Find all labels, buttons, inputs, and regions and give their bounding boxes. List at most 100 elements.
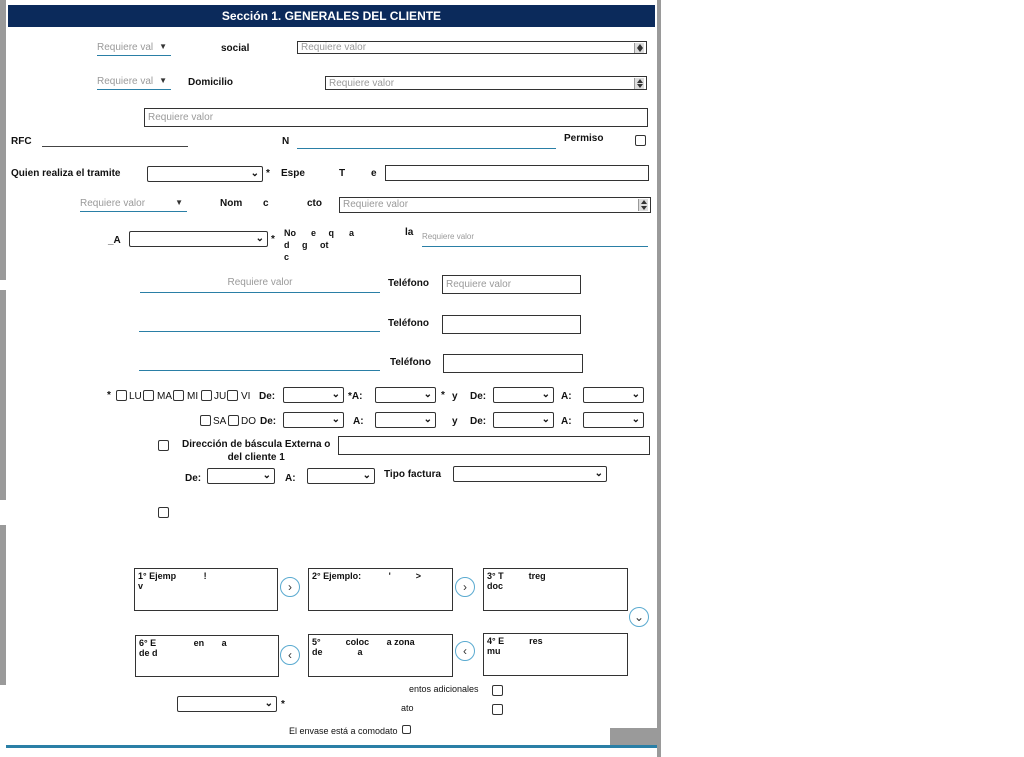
example-box-3: 3° T treg doc xyxy=(483,568,628,611)
chevron-left-icon[interactable]: ‹ xyxy=(280,645,300,665)
chevron-down-icon: ⌄ xyxy=(631,414,640,425)
chevron-left-icon[interactable]: ‹ xyxy=(455,641,475,661)
tipo-factura-label: Tipo factura xyxy=(384,469,442,480)
ma-label: MA xyxy=(157,391,172,402)
y-label: y xyxy=(452,391,458,402)
permiso-label: Permiso xyxy=(564,133,604,144)
documentos-adicionales-checkbox[interactable] xyxy=(492,685,503,696)
bottom-select[interactable]: ⌄ xyxy=(177,696,277,712)
example-box-4: 4° E res mu xyxy=(483,633,628,676)
direccion-input[interactable] xyxy=(338,436,650,455)
la-input[interactable]: Requiere valor xyxy=(422,232,648,247)
right-frame xyxy=(657,0,661,757)
contact-name-3-input[interactable] xyxy=(139,370,380,371)
telefono-input-3[interactable] xyxy=(443,354,583,373)
de-select-4[interactable]: ⌄ xyxy=(493,412,554,428)
chevron-down-icon: ⌄ xyxy=(262,470,271,481)
placeholder-text: Requiere val xyxy=(97,42,154,53)
a-label: A: xyxy=(561,391,572,402)
a-select-3[interactable]: ⌄ xyxy=(375,412,436,428)
chevron-down-icon: ⌄ xyxy=(423,414,432,425)
section-header: Sección 1. GENERALES DEL CLIENTE xyxy=(8,5,655,27)
de-select-2[interactable]: ⌄ xyxy=(493,387,554,403)
de-select-1[interactable]: ⌄ xyxy=(283,387,344,403)
ca-select[interactable]: ⌄ xyxy=(129,231,268,247)
quien-select[interactable]: ⌄ xyxy=(147,166,263,182)
direccion-checkbox[interactable] xyxy=(158,440,169,451)
telefono-input-1[interactable]: Requiere valor xyxy=(442,275,581,294)
especifique-input[interactable] xyxy=(385,165,649,181)
chevron-down-icon: ⌄ xyxy=(541,414,550,425)
mi-checkbox[interactable] xyxy=(173,390,184,401)
placeholder-text: Requiere valor xyxy=(329,78,395,89)
ju-label: JU xyxy=(214,391,227,402)
de-select-3[interactable]: ⌄ xyxy=(283,412,344,428)
telefono-label-3: Teléfono xyxy=(390,357,431,368)
n-input[interactable] xyxy=(297,148,556,149)
placeholder-text: Requiere valor xyxy=(148,112,214,123)
address-detail-input[interactable]: Requiere valor xyxy=(144,108,648,127)
left-frame xyxy=(0,525,6,685)
chevron-down-icon: ⌄ xyxy=(264,698,273,709)
a-label: A: xyxy=(561,416,572,427)
a-select-2[interactable]: ⌄ xyxy=(583,387,644,403)
chevron-right-icon[interactable]: › xyxy=(280,577,300,597)
placeholder-text: Requiere valor xyxy=(343,199,409,210)
lu-checkbox[interactable] xyxy=(116,390,127,401)
a-label: A: xyxy=(285,473,296,484)
chevron-down-icon: ⌄ xyxy=(331,414,340,425)
contact-name-1-input[interactable]: Requiere valor xyxy=(140,277,380,293)
de-label: De: xyxy=(470,416,487,427)
vi-checkbox[interactable] xyxy=(227,390,238,401)
scroll-corner xyxy=(610,728,657,745)
domicilio-input[interactable]: Requiere valor xyxy=(325,76,647,90)
permiso-checkbox[interactable] xyxy=(635,135,646,146)
do-checkbox[interactable] xyxy=(228,415,239,426)
example-box-6: 6° E en a de d xyxy=(135,635,279,677)
chevron-right-icon[interactable]: › xyxy=(455,577,475,597)
contact-name-2-input[interactable] xyxy=(139,331,380,332)
chevron-down-icon: ⌄ xyxy=(362,470,371,481)
a-select-1[interactable]: ⌄ xyxy=(375,387,436,403)
prefix-select-1[interactable]: Requiere val ▼ xyxy=(97,42,171,56)
tipo-factura-select[interactable]: ⌄ xyxy=(453,466,607,482)
nombre-contacto-input[interactable]: Requiere valor xyxy=(339,197,651,213)
documentos-adicionales-label: entos adicionales xyxy=(409,684,479,694)
left-frame xyxy=(0,0,6,280)
sa-checkbox[interactable] xyxy=(200,415,211,426)
de-label: De: xyxy=(185,473,202,484)
de-select-5[interactable]: ⌄ xyxy=(207,468,275,484)
a-label: *A: xyxy=(348,391,363,402)
extra-checkbox[interactable] xyxy=(158,507,169,518)
placeholder-text: Requiere val xyxy=(97,76,154,87)
prefix-select-2[interactable]: Requiere val ▼ xyxy=(97,76,171,90)
telefono-input-2[interactable] xyxy=(442,315,581,334)
ju-checkbox[interactable] xyxy=(201,390,212,401)
razon-social-input[interactable]: Requiere valor xyxy=(297,41,647,54)
dato-checkbox[interactable] xyxy=(492,704,503,715)
required-mark: * xyxy=(281,699,285,710)
spinner-icon[interactable] xyxy=(638,199,648,211)
domicilio-label: Domicilio xyxy=(188,77,234,88)
rfc-input[interactable] xyxy=(42,146,188,147)
example-box-2: 2° Ejemplo: ' > xyxy=(308,568,453,611)
direccion-label: Dirección de báscula Externa o del clien… xyxy=(182,439,331,463)
a-select-4[interactable]: ⌄ xyxy=(583,412,644,428)
example-box-1: 1° Ejemp ! v xyxy=(134,568,278,611)
ma-checkbox[interactable] xyxy=(143,390,154,401)
esp-label-2: T xyxy=(339,168,346,179)
placeholder-text: Requiere valor xyxy=(80,198,146,209)
envase-checkbox[interactable] xyxy=(402,725,411,734)
n-label: N xyxy=(282,136,290,147)
spinner-icon[interactable] xyxy=(634,78,644,89)
contact-prefix-select[interactable]: Requiere valor ▼ xyxy=(80,198,187,212)
telefono-label-1: Teléfono xyxy=(388,278,429,289)
quien-label: Quien realiza el tramite xyxy=(11,168,121,179)
required-mark: * xyxy=(441,390,445,401)
la-label: la xyxy=(405,227,414,238)
left-frame xyxy=(0,290,6,500)
caret-down-icon: ▼ xyxy=(159,76,167,85)
spinner-icon[interactable] xyxy=(634,43,644,53)
a-select-5[interactable]: ⌄ xyxy=(307,468,375,484)
chevron-down-icon[interactable]: ⌄ xyxy=(629,607,649,627)
